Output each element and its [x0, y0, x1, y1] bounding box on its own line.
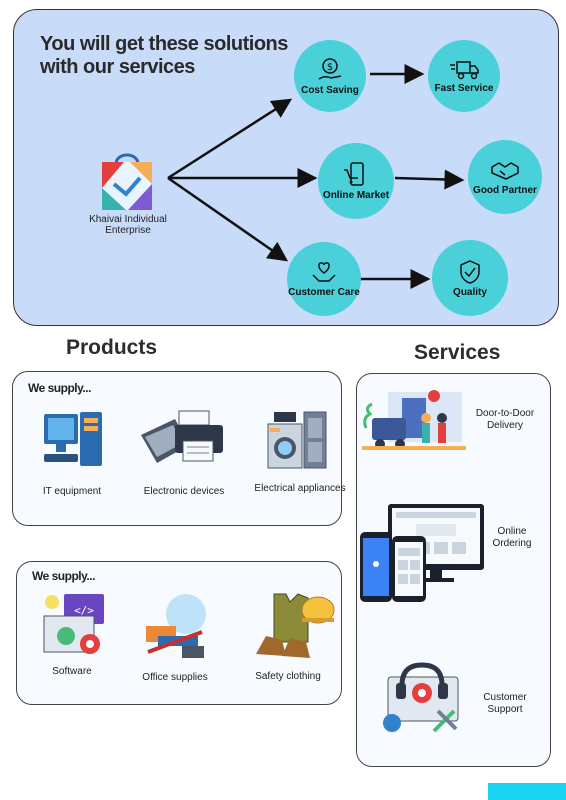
product-item-label: IT equipment [42, 486, 102, 497]
hero-title: You will get these solutions with our se… [40, 33, 288, 78]
phone-cart-icon [344, 161, 364, 186]
svg-text:</>: </> [74, 604, 94, 617]
handshake-icon [491, 161, 519, 180]
product-item-label: Software [52, 666, 92, 677]
svg-text:$: $ [327, 62, 333, 73]
benefit-label: Fast Service [434, 82, 494, 94]
brand-name: Khaivai Individual Enterprise [89, 214, 167, 236]
product-item-label: Electrical appliances [254, 483, 346, 494]
benefit-label: Quality [453, 286, 487, 298]
product-item-label: Electronic devices [143, 486, 225, 497]
supply-label: We supply... [28, 381, 91, 395]
shield-check-icon [460, 259, 480, 284]
online-market-circle: Online Market [318, 143, 394, 219]
cost-saving-circle: $ Cost Saving [294, 40, 366, 112]
safety-clothing-icon [252, 590, 336, 671]
accent-bar [488, 783, 566, 800]
customer-support-illustration [382, 657, 464, 740]
product-item-label: Office supplies [142, 672, 208, 683]
service-item-label: Door-to-Door Delivery [475, 408, 535, 431]
fast-service-circle: Fast Service [428, 40, 500, 112]
delivery-illustration [362, 388, 466, 459]
heart-hands-icon [312, 261, 336, 282]
truck-icon [450, 60, 479, 79]
printer-scanner-icon [139, 405, 227, 474]
hand-dollar-icon: $ [318, 57, 342, 80]
supply-label: We supply... [32, 569, 95, 583]
benefit-label: Cost Saving [301, 84, 359, 96]
flow-arrows [167, 64, 465, 289]
service-item-label: Online Ordering [492, 526, 532, 549]
good-partner-circle: Good Partner [468, 140, 542, 214]
benefit-label: Online Market [322, 189, 390, 201]
benefit-label: Good Partner [473, 184, 537, 196]
customer-care-circle: Customer Care [287, 242, 361, 316]
product-item-label: Safety clothing [255, 671, 321, 682]
computer-icon [42, 410, 104, 475]
service-item-label: Customer Support [483, 692, 527, 715]
appliances-icon [266, 410, 328, 475]
online-ordering-illustration [358, 502, 488, 609]
products-heading: Products [66, 336, 158, 359]
software-icon: </> [36, 590, 108, 663]
benefit-label: Customer Care [288, 286, 360, 298]
services-heading: Services [414, 341, 501, 364]
shopping-bag-logo [98, 148, 156, 217]
quality-circle: Quality [432, 240, 508, 316]
office-supplies-icon [142, 592, 212, 669]
